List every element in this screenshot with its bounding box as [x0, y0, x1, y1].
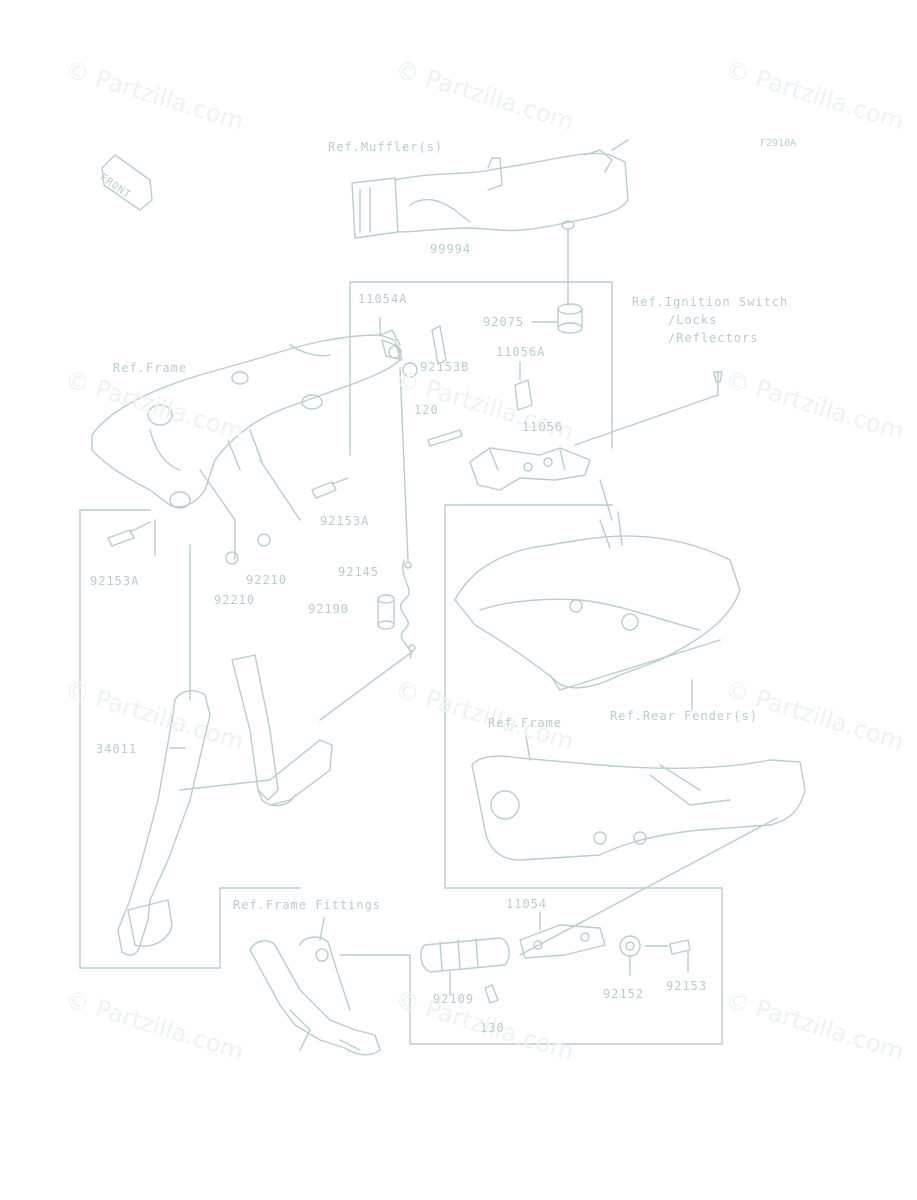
label-92075: 92075 — [483, 315, 525, 329]
label-92153B: 92153B — [420, 360, 470, 374]
label-11056: 11056 — [522, 420, 564, 434]
rubber-92109 — [420, 937, 510, 973]
label-92190: 92190 — [308, 602, 350, 616]
label-11056A: 11056A — [496, 345, 546, 359]
label-92145: 92145 — [338, 565, 380, 579]
bracket-11056A — [514, 361, 533, 411]
label-92210-b: 92210 — [214, 593, 256, 607]
label-92210-a: 92210 — [246, 573, 288, 587]
label-ref-ignition-locks: /Locks — [668, 313, 718, 327]
spring-92145 — [399, 367, 416, 659]
collar-92152 — [619, 935, 641, 957]
label-ref-ignition-switch: Ref.Ignition Switch — [632, 295, 789, 309]
label-11054A: 11054A — [358, 292, 408, 306]
label-120: 120 — [414, 403, 439, 417]
label-92109: 92109 — [433, 992, 475, 1006]
nut-92210-b — [257, 533, 271, 547]
bolt-130 — [484, 984, 499, 1004]
bolt-92153A-right — [311, 477, 349, 499]
label-92152: 92152 — [603, 987, 645, 1001]
frame-top-part — [91, 329, 401, 509]
label-ref-frame-top: Ref.Frame — [113, 361, 188, 375]
label-ref-ignition-reflectors: /Reflectors — [668, 331, 759, 345]
muffler-part — [351, 139, 629, 239]
bolt-120 — [427, 429, 463, 447]
bushing-92075 — [531, 303, 583, 334]
label-99994: 99994 — [430, 242, 472, 256]
bracket-99994 — [349, 281, 613, 456]
label-34011: 34011 — [96, 742, 138, 756]
label-92153: 92153 — [666, 979, 708, 993]
pivot-11054A — [379, 317, 403, 361]
label-92153A-left: 92153A — [90, 574, 140, 588]
rear-fender-part — [454, 511, 741, 691]
label-130: 130 — [480, 1021, 505, 1035]
nut-92210-a — [225, 551, 239, 565]
front-arrow-icon — [101, 154, 153, 211]
label-92153A-right: 92153A — [320, 514, 370, 528]
label-ref-rear-fender: Ref.Rear Fender(s) — [610, 709, 759, 723]
label-ref-muffler: Ref.Muffler(s) — [328, 140, 444, 154]
collar-92190 — [377, 594, 395, 630]
bolt-92153 — [669, 939, 691, 955]
diagram-code: F2910A — [760, 138, 797, 149]
label-11054: 11054 — [506, 897, 548, 911]
label-ref-frame-fittings: Ref.Frame Fittings — [233, 898, 382, 912]
step-11054 — [519, 924, 606, 959]
frame-bottom-part — [471, 755, 806, 861]
bolt-92153A-left — [107, 521, 151, 547]
label-ref-frame-bottom: Ref.Frame — [488, 716, 563, 730]
frame-fittings-part — [249, 936, 381, 1056]
bracket-11056 — [469, 447, 591, 491]
bolt-92153B — [431, 325, 447, 365]
